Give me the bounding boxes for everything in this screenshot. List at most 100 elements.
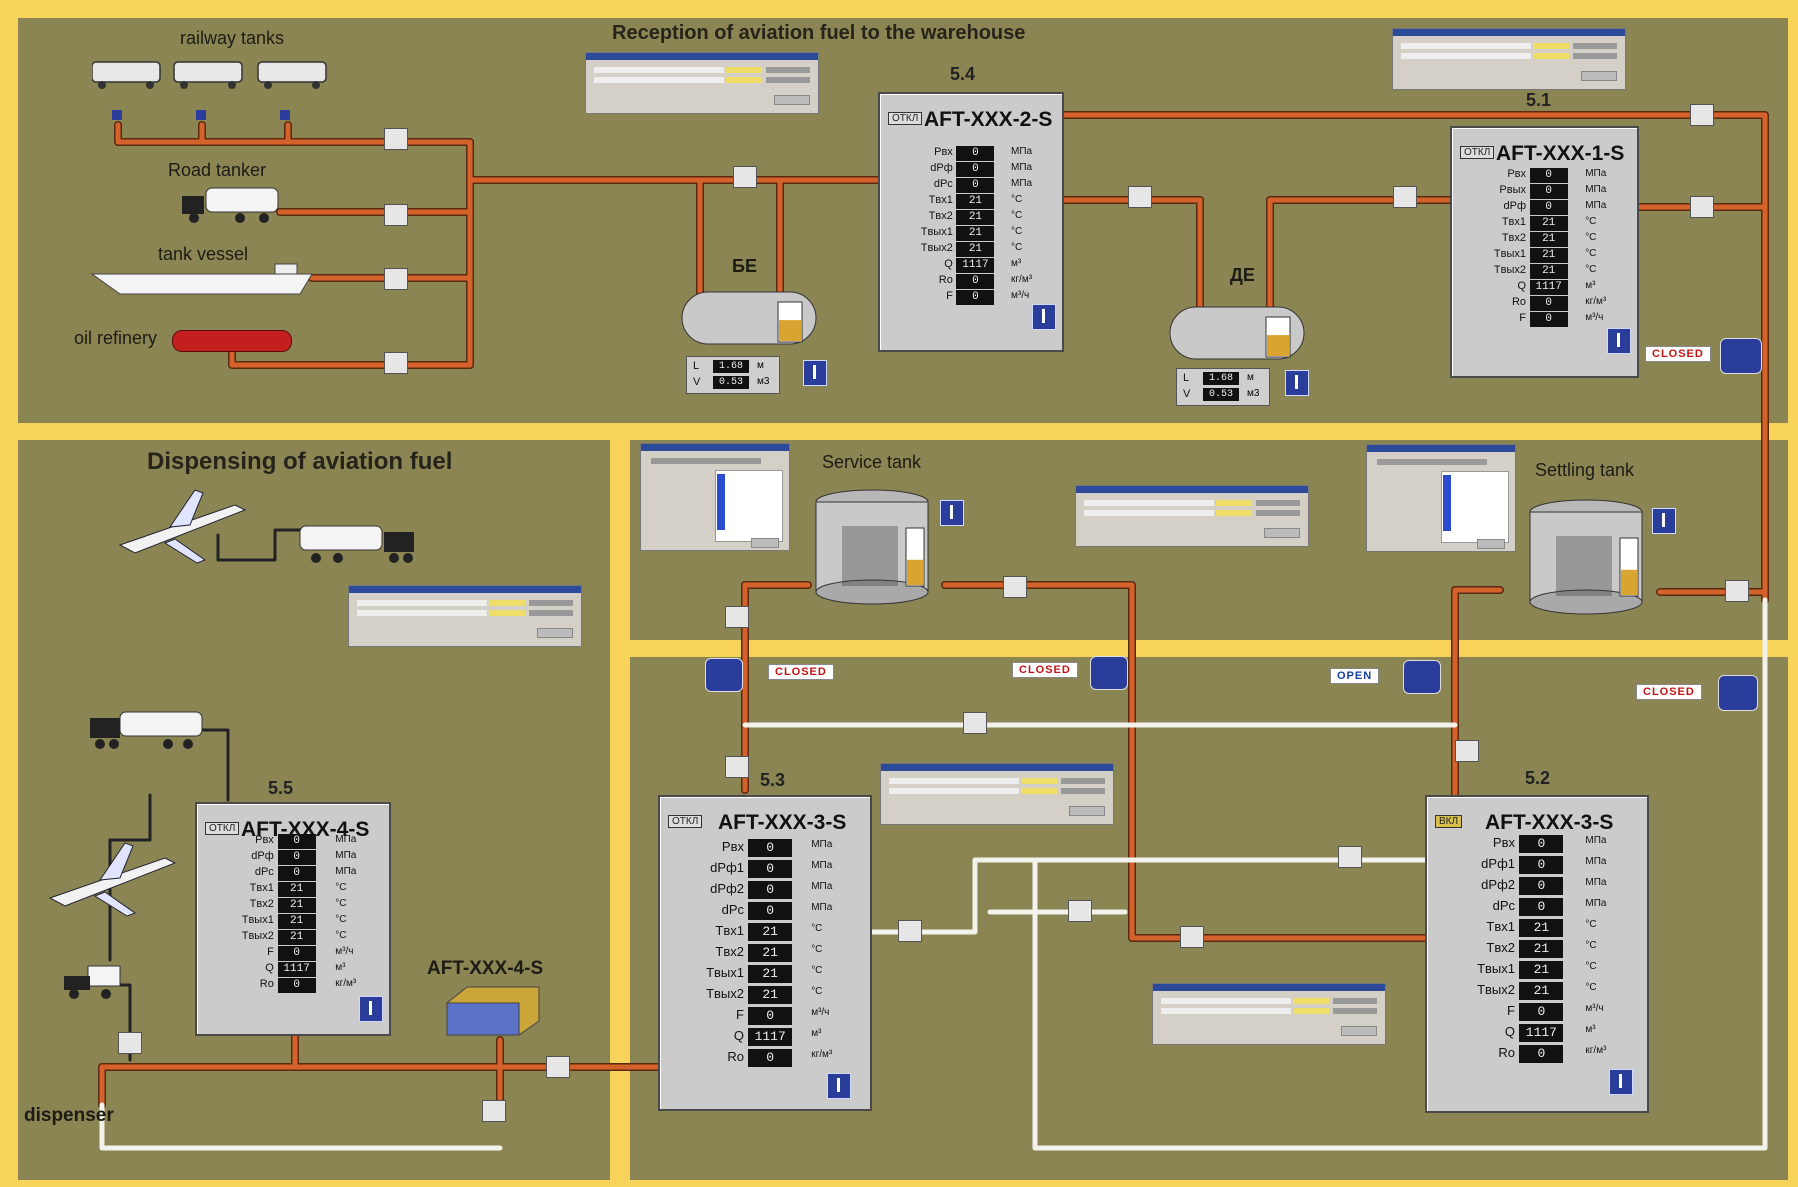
mini-dialog-2[interactable] (1392, 28, 1626, 90)
param-value: 0 (956, 290, 995, 305)
param-value: 1117 (956, 258, 995, 273)
param-name: Tвх1 (249, 882, 274, 894)
tank-vessel-icon (90, 262, 315, 298)
meter-5-3-number: 5.3 (760, 770, 786, 790)
manual-valve[interactable] (384, 128, 408, 150)
param-name: dPс (721, 902, 744, 917)
manual-valve[interactable] (384, 204, 408, 226)
meter-5-4-detail-button[interactable] (1032, 304, 1056, 330)
mini-dialog-5[interactable] (880, 763, 1114, 825)
manual-valve[interactable] (963, 712, 987, 734)
manual-valve[interactable] (1690, 104, 1714, 126)
manual-valve[interactable] (1393, 186, 1417, 208)
actuator-valve-2[interactable] (1090, 656, 1128, 690)
mini-dialog-6[interactable] (1152, 983, 1386, 1045)
meter-5-3-detail-button[interactable] (827, 1073, 851, 1099)
manual-valve[interactable] (725, 606, 749, 628)
meter-5-5-detail-button[interactable] (359, 996, 383, 1022)
param-unit: °C (1585, 264, 1597, 275)
param-unit: м³ (811, 1028, 822, 1039)
param-name: Pвых (1499, 184, 1526, 196)
service-detail-button[interactable] (940, 500, 964, 526)
manual-valve[interactable] (898, 920, 922, 942)
manual-valve[interactable] (1128, 186, 1152, 208)
meter-5-1-detail-button[interactable] (1607, 328, 1631, 354)
meter-5-4-name: AFT-XXX-2-S (924, 108, 1053, 131)
manual-valve[interactable] (1455, 740, 1479, 762)
param-name: F (946, 290, 953, 302)
manual-valve[interactable] (733, 166, 757, 188)
meter-5-4-state[interactable]: ОТКЛ (888, 112, 923, 125)
manual-valve[interactable] (1068, 900, 1092, 922)
aircraft-icon-2 (45, 838, 180, 918)
param-value: 0 (1519, 1003, 1564, 1021)
manual-valve[interactable] (725, 756, 749, 778)
param-unit: °C (1585, 961, 1597, 972)
settling-detail-button[interactable] (1652, 508, 1676, 534)
param-value: 0 (277, 850, 316, 865)
param-value: 21 (1529, 248, 1568, 263)
manual-valve[interactable] (1690, 196, 1714, 218)
actuator-valve-1[interactable] (705, 658, 743, 692)
mini-chart-dialog-2[interactable] (1366, 444, 1516, 552)
be-detail-button[interactable] (803, 360, 827, 386)
manual-valve[interactable] (1003, 576, 1027, 598)
param-unit: м³/ч (335, 946, 354, 957)
manual-valve[interactable] (482, 1100, 506, 1122)
meter-5-1-state[interactable]: ОТКЛ (1460, 146, 1495, 159)
mini-chart-dialog-1[interactable] (640, 443, 790, 551)
de-detail-button[interactable] (1285, 370, 1309, 396)
param-value: 0 (1529, 296, 1568, 311)
meter-5-5-state[interactable]: ОТКЛ (205, 822, 240, 835)
param-value: 0 (1519, 898, 1564, 916)
actuator-valve-4[interactable] (1718, 675, 1758, 711)
manual-valve[interactable] (1338, 846, 1362, 868)
meter-5-2-state[interactable]: ВКЛ (1435, 815, 1463, 828)
param-value: 21 (1529, 216, 1568, 231)
param-value: 21 (748, 986, 793, 1004)
param-name: Ro (727, 1049, 744, 1064)
param-value: 21 (1519, 919, 1564, 937)
manual-valve[interactable] (118, 1032, 142, 1054)
mini-dialog-3[interactable] (348, 585, 582, 647)
param-name: Tвх2 (715, 944, 744, 959)
param-value: 21 (277, 914, 316, 929)
actuator-valve-top-right[interactable] (1720, 338, 1762, 374)
param-name: Pвх (1507, 168, 1526, 180)
param-unit: °C (1011, 242, 1023, 253)
meter-5-3-state[interactable]: ОТКЛ (668, 815, 703, 828)
de-tank-label: ДЕ (1230, 265, 1255, 285)
manual-valve[interactable] (384, 352, 408, 374)
meter-5-2-detail-button[interactable] (1609, 1069, 1633, 1095)
manual-valve[interactable] (1725, 580, 1749, 602)
mini-dialog-4[interactable] (1075, 485, 1309, 547)
actuator-valve-3[interactable] (1403, 660, 1441, 694)
param-unit: МПа (1011, 146, 1033, 157)
param-value: 1117 (277, 962, 316, 977)
param-name: Tвых1 (920, 226, 953, 238)
meter-5-5-number: 5.5 (268, 778, 294, 798)
param-value: 0 (748, 1049, 793, 1067)
param-name: F (1507, 1003, 1515, 1018)
param-unit: МПа (1585, 200, 1607, 211)
mini-dialog-1[interactable] (585, 52, 819, 114)
manual-valve[interactable] (1180, 926, 1204, 948)
manual-valve[interactable] (546, 1056, 570, 1078)
manual-valve[interactable] (384, 268, 408, 290)
